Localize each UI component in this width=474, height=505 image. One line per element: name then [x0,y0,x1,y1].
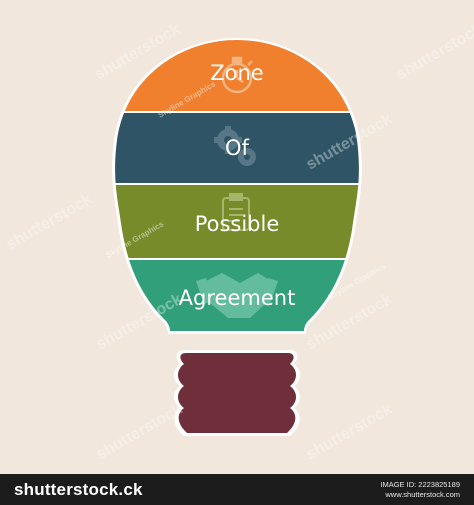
clipboard-icon [222,193,250,231]
footer-logo: shutterstock.ck [14,479,143,499]
stopwatch-icon [221,56,253,94]
svg-text:shutterstock: shutterstock [94,401,186,464]
bulb-base [178,353,296,433]
band-label-possible: Possible [195,212,280,236]
band-of [115,113,359,183]
svg-text:shutterstock: shutterstock [394,21,474,84]
band-label-of: Of [225,136,250,160]
handshake-icon [196,273,278,318]
gears-icon [214,126,256,166]
svg-text:shutterstock: shutterstock [304,401,396,464]
band-label-zone: Zone [210,61,263,85]
site-text: www.shutterstock.com [385,489,460,499]
svg-text:shutterstock: shutterstock [4,191,96,254]
footer-meta: IMAGE ID: 2223825189 www.shutterstock.co… [380,480,460,500]
footer-bar: shutterstock.ck IMAGE ID: 2223825189 www… [0,474,474,505]
lightbulb-diagram: Zone Of Possible Agreement shutterstock … [4,21,474,464]
image-id-text: IMAGE ID: 2223825189 [380,479,460,489]
band-label-agreement: Agreement [179,286,296,310]
